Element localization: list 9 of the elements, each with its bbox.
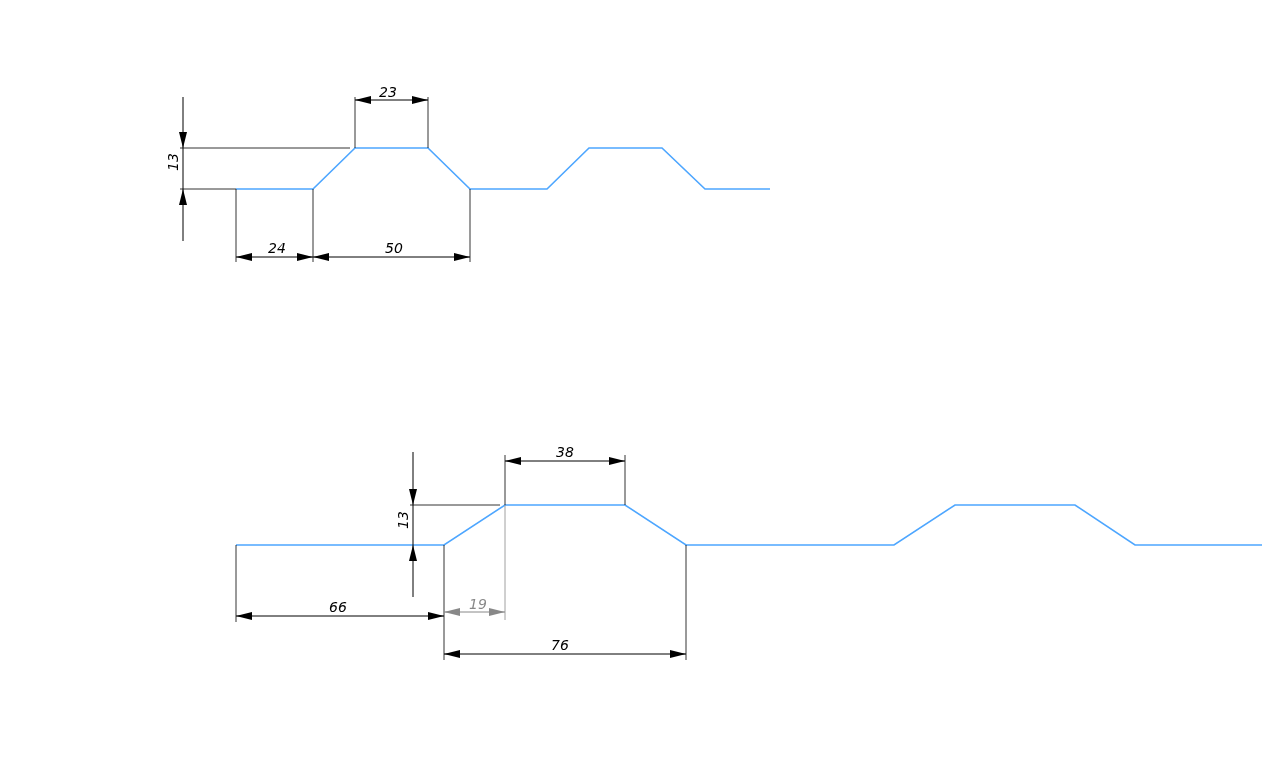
- dimension-value: 38: [556, 445, 574, 459]
- dimension-value: 24: [268, 241, 286, 255]
- dimension-value: 76: [551, 638, 569, 652]
- dimension-value: 13: [166, 153, 180, 171]
- dimension-value: 66: [329, 600, 347, 614]
- dimension-value: 19: [469, 597, 487, 611]
- dimension-value: 23: [379, 85, 397, 99]
- dimension-value: 50: [385, 241, 403, 255]
- dimension-value: 13: [396, 511, 410, 529]
